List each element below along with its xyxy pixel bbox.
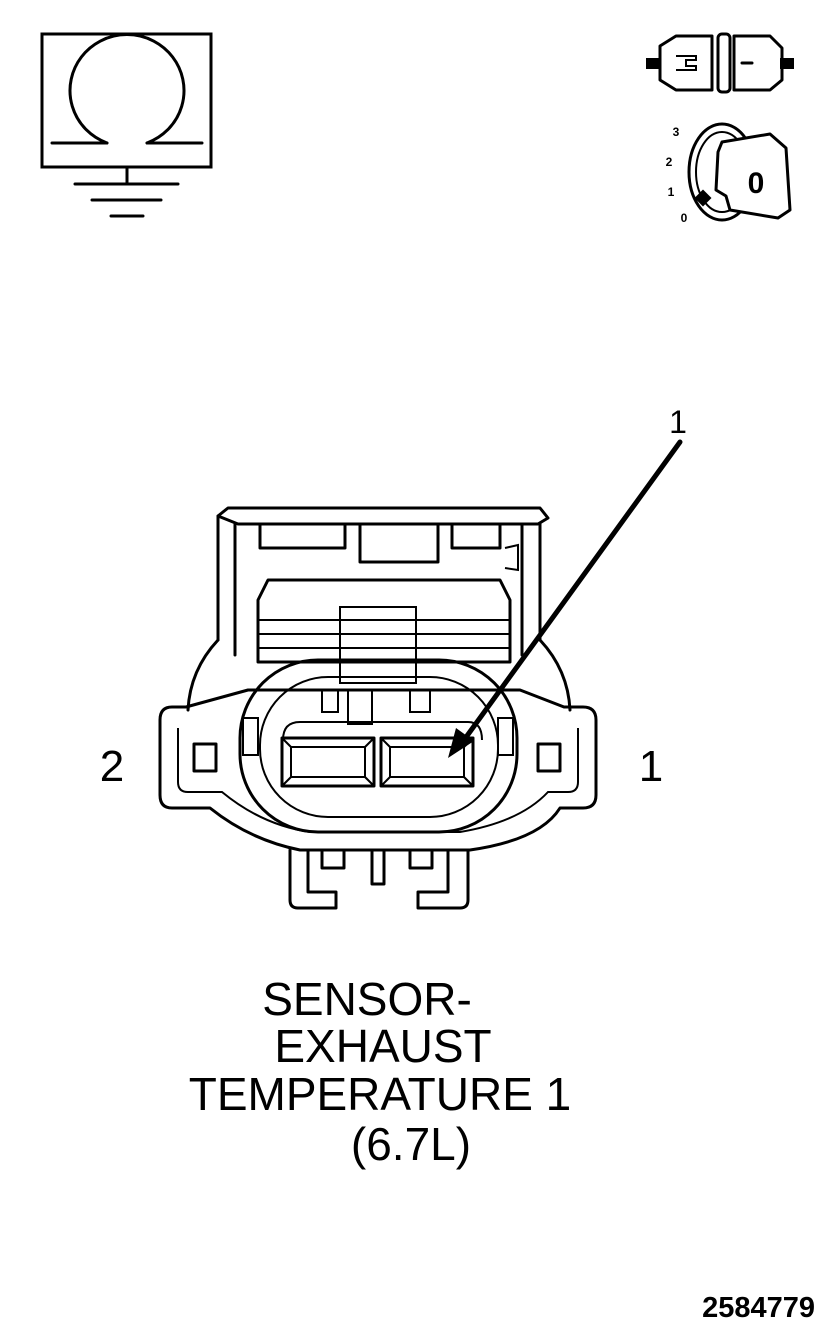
pin-label-right: 1	[639, 742, 663, 791]
title-line-1: SENSOR-	[262, 973, 472, 1025]
ignition-key-off-icon: 3 2 1 0 0	[666, 122, 792, 225]
component-title: SENSOR- EXHAUST TEMPERATURE 1 (6.7L)	[189, 973, 572, 1170]
ignition-pos-0: 0	[681, 211, 688, 225]
figure-number: 2584779	[702, 1292, 815, 1324]
callout-label: 1	[669, 404, 687, 440]
ignition-pos-2: 2	[666, 155, 673, 169]
disconnected-connector-icon	[646, 32, 794, 94]
ignition-pos-3: 3	[673, 125, 680, 139]
callout-arrow	[448, 439, 683, 758]
title-line-4: (6.7L)	[351, 1118, 471, 1170]
ignition-pos-1: 1	[668, 185, 675, 199]
ohm-ground-icon	[40, 32, 213, 218]
ignition-key-label: 0	[748, 167, 765, 200]
title-line-2: EXHAUST	[274, 1020, 491, 1072]
pin-label-left: 2	[100, 742, 124, 791]
connector-face	[158, 506, 598, 910]
title-line-3: TEMPERATURE 1	[189, 1068, 572, 1120]
